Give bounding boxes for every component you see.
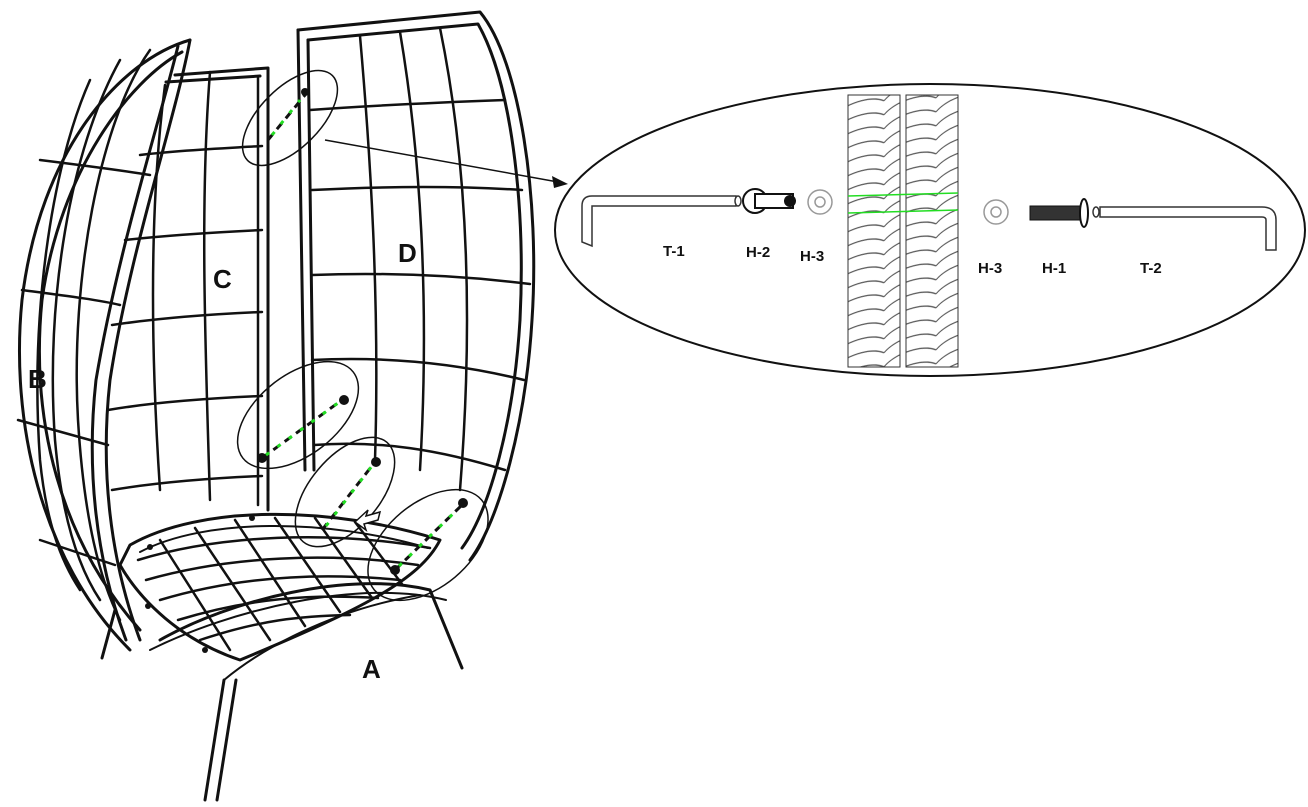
frame-tube-cross-section <box>847 94 959 368</box>
allen-key-t1 <box>581 195 742 248</box>
hardware-label-t2: T-2 <box>1140 260 1162 277</box>
hardware-label-h1: H-1 <box>1042 260 1067 277</box>
hardware-label-h3-left: H-3 <box>800 248 825 265</box>
chair-assembly <box>16 10 536 802</box>
part-label-c: C <box>213 264 232 294</box>
bolt-guides <box>261 94 464 572</box>
back-panel-c <box>106 66 270 512</box>
seat-frame-a <box>100 512 464 802</box>
part-label-b: B <box>28 364 47 394</box>
hardware-label-h3-right: H-3 <box>978 260 1003 277</box>
back-panel-b <box>16 38 192 652</box>
detail-circles <box>236 69 489 602</box>
detail-callout <box>324 83 1306 377</box>
part-label-d: D <box>398 238 417 268</box>
washer-h3-right <box>983 199 1009 225</box>
bolts <box>145 88 468 653</box>
bolt-h1 <box>1029 198 1089 228</box>
callout-arrowhead <box>552 176 568 188</box>
direction-arrow <box>353 509 382 532</box>
back-panel-d <box>296 10 536 562</box>
part-label-a: A <box>362 654 381 684</box>
washer-h3-left <box>807 189 833 215</box>
allen-key-t2 <box>1092 206 1277 251</box>
hardware-label-t1: T-1 <box>663 243 685 260</box>
hardware-label-h2: H-2 <box>746 244 771 261</box>
callout-pointer <box>324 139 559 183</box>
barrel-nut-h2 <box>742 188 796 214</box>
